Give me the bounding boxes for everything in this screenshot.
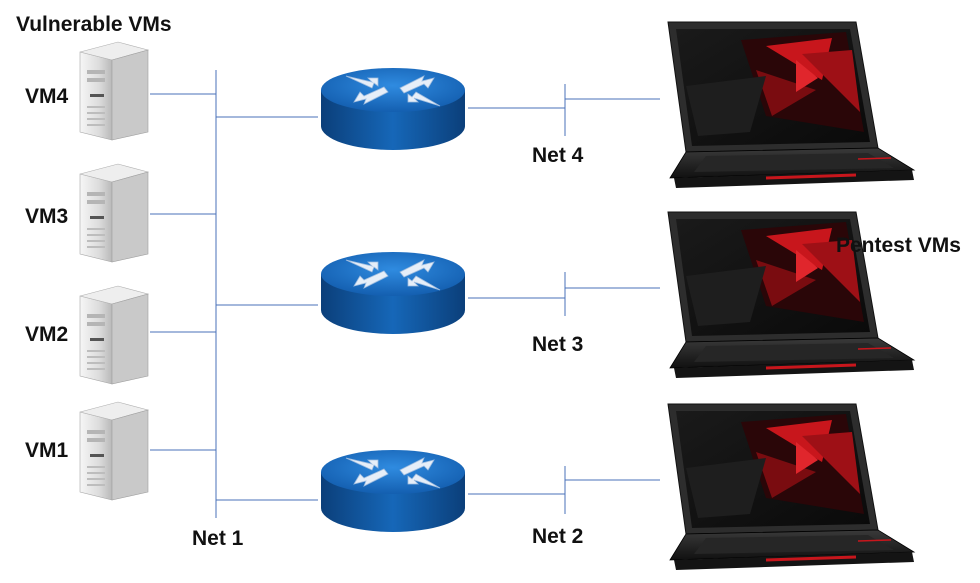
router-icon [320, 251, 466, 335]
server-icon [79, 163, 149, 263]
router-icon [320, 449, 466, 533]
net3-label: Net 3 [532, 333, 584, 356]
laptop-icon [666, 402, 916, 572]
vm-label: VM3 [25, 205, 69, 228]
vm-label: VM1 [25, 439, 69, 462]
net1-label: Net 1 [192, 527, 244, 550]
server-icon [79, 41, 149, 141]
vm-label: VM4 [25, 85, 69, 108]
laptop-icon [666, 20, 916, 190]
server-icon [79, 401, 149, 501]
server-icon [79, 285, 149, 385]
router-icon [320, 67, 466, 151]
vm-label: VM2 [25, 323, 69, 346]
net4-label: Net 4 [532, 144, 584, 167]
pentest-vms-title: Pentest VMs [836, 234, 961, 257]
net2-label: Net 2 [532, 525, 584, 548]
network-links [150, 70, 660, 518]
vulnerable-vms-title: Vulnerable VMs [16, 13, 172, 36]
